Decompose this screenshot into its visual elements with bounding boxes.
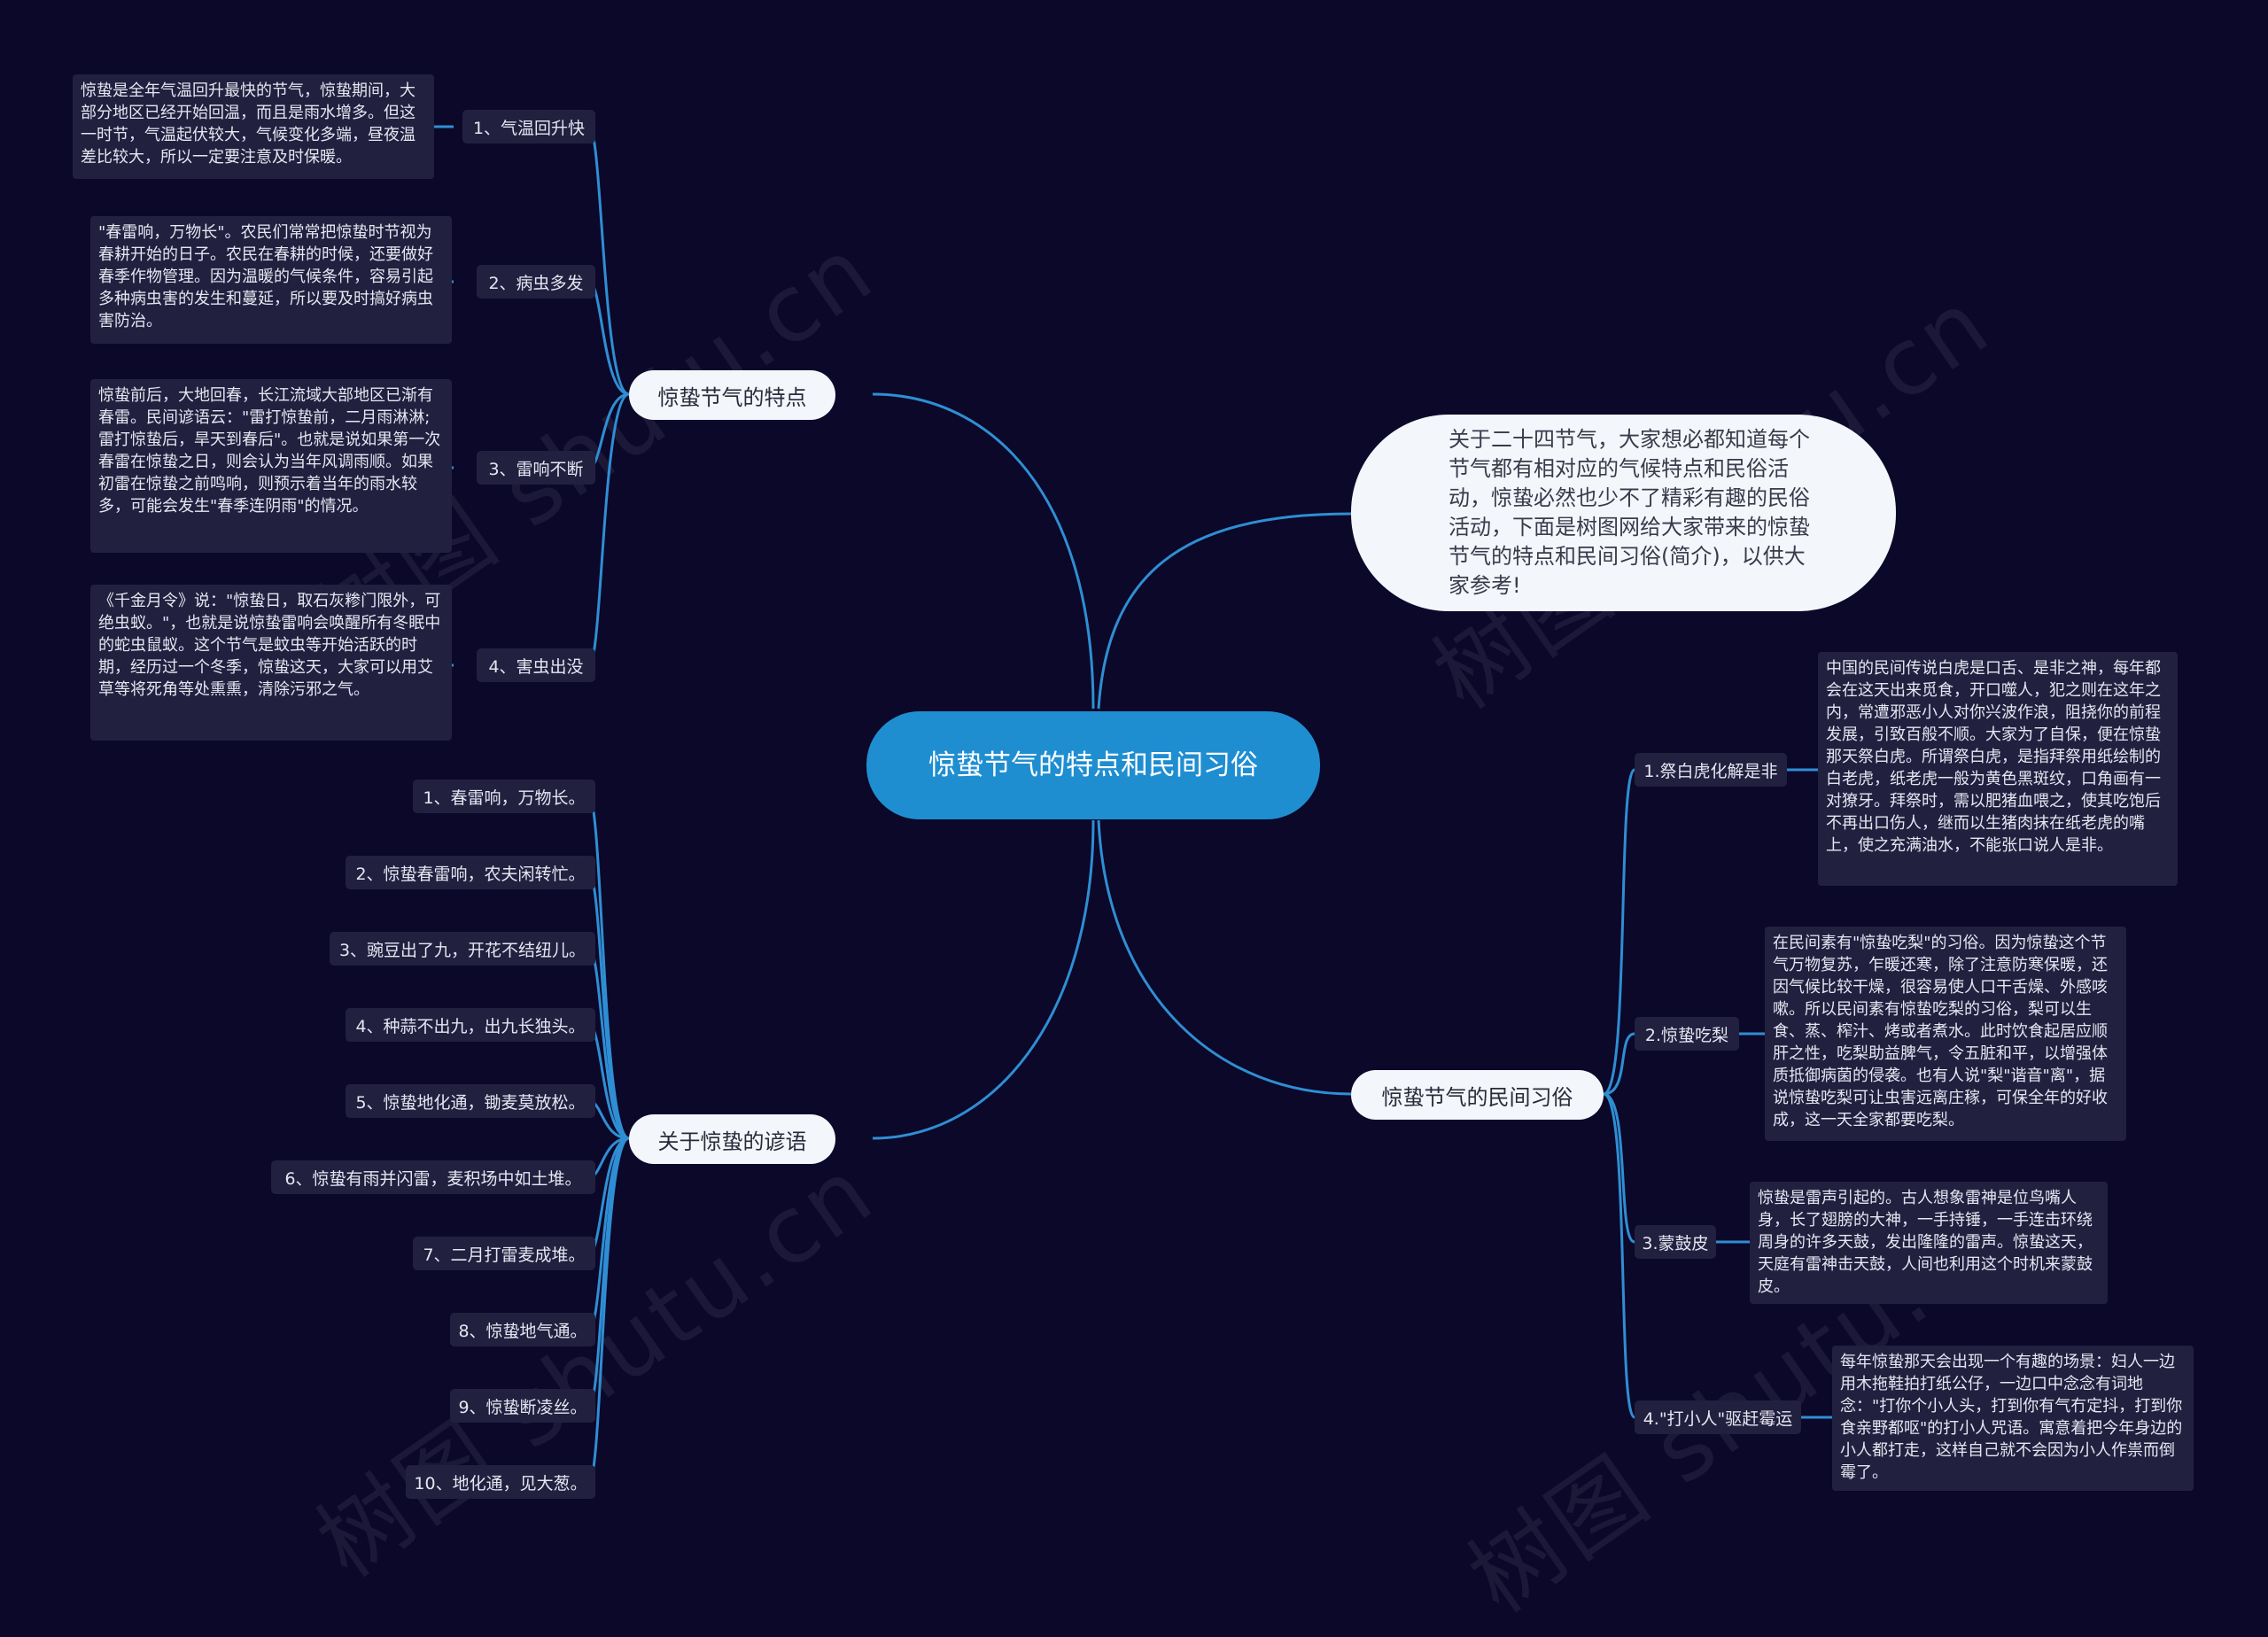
proverb-item[interactable]: 10、地化通，见大葱。 [406, 1465, 595, 1499]
link-root-customs [1097, 819, 1352, 1096]
proverb-item[interactable]: 9、惊蛰断凌丝。 [450, 1389, 595, 1423]
custom-item-detail: 每年惊蛰那天会出现一个有趣的场景：妇人一边用木拖鞋拍打纸公仔，一边口中念念有词地… [1832, 1346, 2194, 1491]
proverb-item[interactable]: 4、种蒜不出九，出九长独头。 [346, 1008, 595, 1042]
proverb-item[interactable]: 2、惊蛰春雷响，农夫闲转忙。 [346, 856, 595, 889]
feature-item-label[interactable]: 4、害虫出没 [477, 648, 595, 682]
feature-item-detail: "春雷响，万物长"。农民们常常把惊蛰时节视为春耕开始的日子。农民在春耕的时候，还… [90, 216, 452, 344]
root-title: 惊蛰节气的特点和民间习俗 [928, 749, 1258, 781]
intro-bubble[interactable]: 关于二十四节气，大家想必都知道每个节气都有相对应的气候特点和民俗活动，惊蛰必然也… [1351, 415, 1896, 611]
link-root-intro [1097, 512, 1352, 710]
proverb-item[interactable]: 7、二月打雷麦成堆。 [413, 1237, 595, 1270]
branch-features-label: 惊蛰节气的特点 [657, 384, 807, 410]
branch-customs[interactable]: 惊蛰节气的民间习俗 [1351, 1070, 1604, 1120]
proverb-item[interactable]: 8、惊蛰地气通。 [450, 1313, 595, 1346]
feature-item-label[interactable]: 2、病虫多发 [477, 265, 595, 299]
branch-proverbs-label: 关于惊蛰的谚语 [657, 1129, 807, 1154]
branch-features[interactable]: 惊蛰节气的特点 [629, 370, 835, 420]
proverb-item[interactable]: 5、惊蛰地化通，锄麦莫放松。 [346, 1084, 595, 1118]
custom-item-label[interactable]: 1.祭白虎化解是非 [1635, 753, 1787, 787]
proverb-item[interactable]: 6、惊蛰有雨并闪雷，麦积场中如土堆。 [271, 1160, 595, 1194]
link-root-features [872, 392, 1095, 710]
custom-item-detail: 在民间素有"惊蛰吃梨"的习俗。因为惊蛰这个节气万物复苏，乍暖还寒，除了注意防寒保… [1765, 927, 2126, 1141]
feature-item-detail: 惊蛰前后，大地回春，长江流域大部地区已渐有春雷。民间谚语云："雷打惊蛰前，二月雨… [90, 379, 452, 553]
feature-item-label[interactable]: 1、气温回升快 [462, 110, 595, 144]
custom-item-label[interactable]: 4."打小人"驱赶霉运 [1635, 1400, 1801, 1434]
feature-item-detail: 惊蛰是全年气温回升最快的节气，惊蛰期间，大部分地区已经开始回温，而且是雨水增多。… [73, 74, 434, 179]
link-root-proverbs [872, 819, 1095, 1140]
custom-item-label[interactable]: 3.蒙鼓皮 [1635, 1225, 1716, 1259]
proverb-item[interactable]: 1、春雷响，万物长。 [413, 780, 595, 813]
branch-proverbs[interactable]: 关于惊蛰的谚语 [629, 1114, 835, 1164]
branch-customs-label: 惊蛰节气的民间习俗 [1381, 1084, 1573, 1110]
custom-item-detail: 中国的民间传说白虎是口舌、是非之神，每年都会在这天出来觅食，开口噬人，犯之则在这… [1818, 652, 2178, 886]
proverb-item[interactable]: 3、豌豆出了九，开花不结纽儿。 [330, 932, 595, 966]
feature-item-label[interactable]: 3、雷响不断 [477, 451, 595, 485]
intro-text: 关于二十四节气，大家想必都知道每个节气都有相对应的气候特点和民俗活动，惊蛰必然也… [1449, 427, 1810, 598]
feature-item-detail: 《千金月令》说："惊蛰日，取石灰糁门限外，可绝虫蚁。"，也就是说惊蛰雷响会唤醒所… [90, 585, 452, 741]
root-topic[interactable]: 惊蛰节气的特点和民间习俗 [866, 711, 1320, 819]
custom-item-detail: 惊蛰是雷声引起的。古人想象雷神是位鸟嘴人身，长了翅膀的大神，一手持锤，一手连击环… [1750, 1182, 2108, 1304]
custom-item-label[interactable]: 2.惊蛰吃梨 [1635, 1017, 1739, 1051]
